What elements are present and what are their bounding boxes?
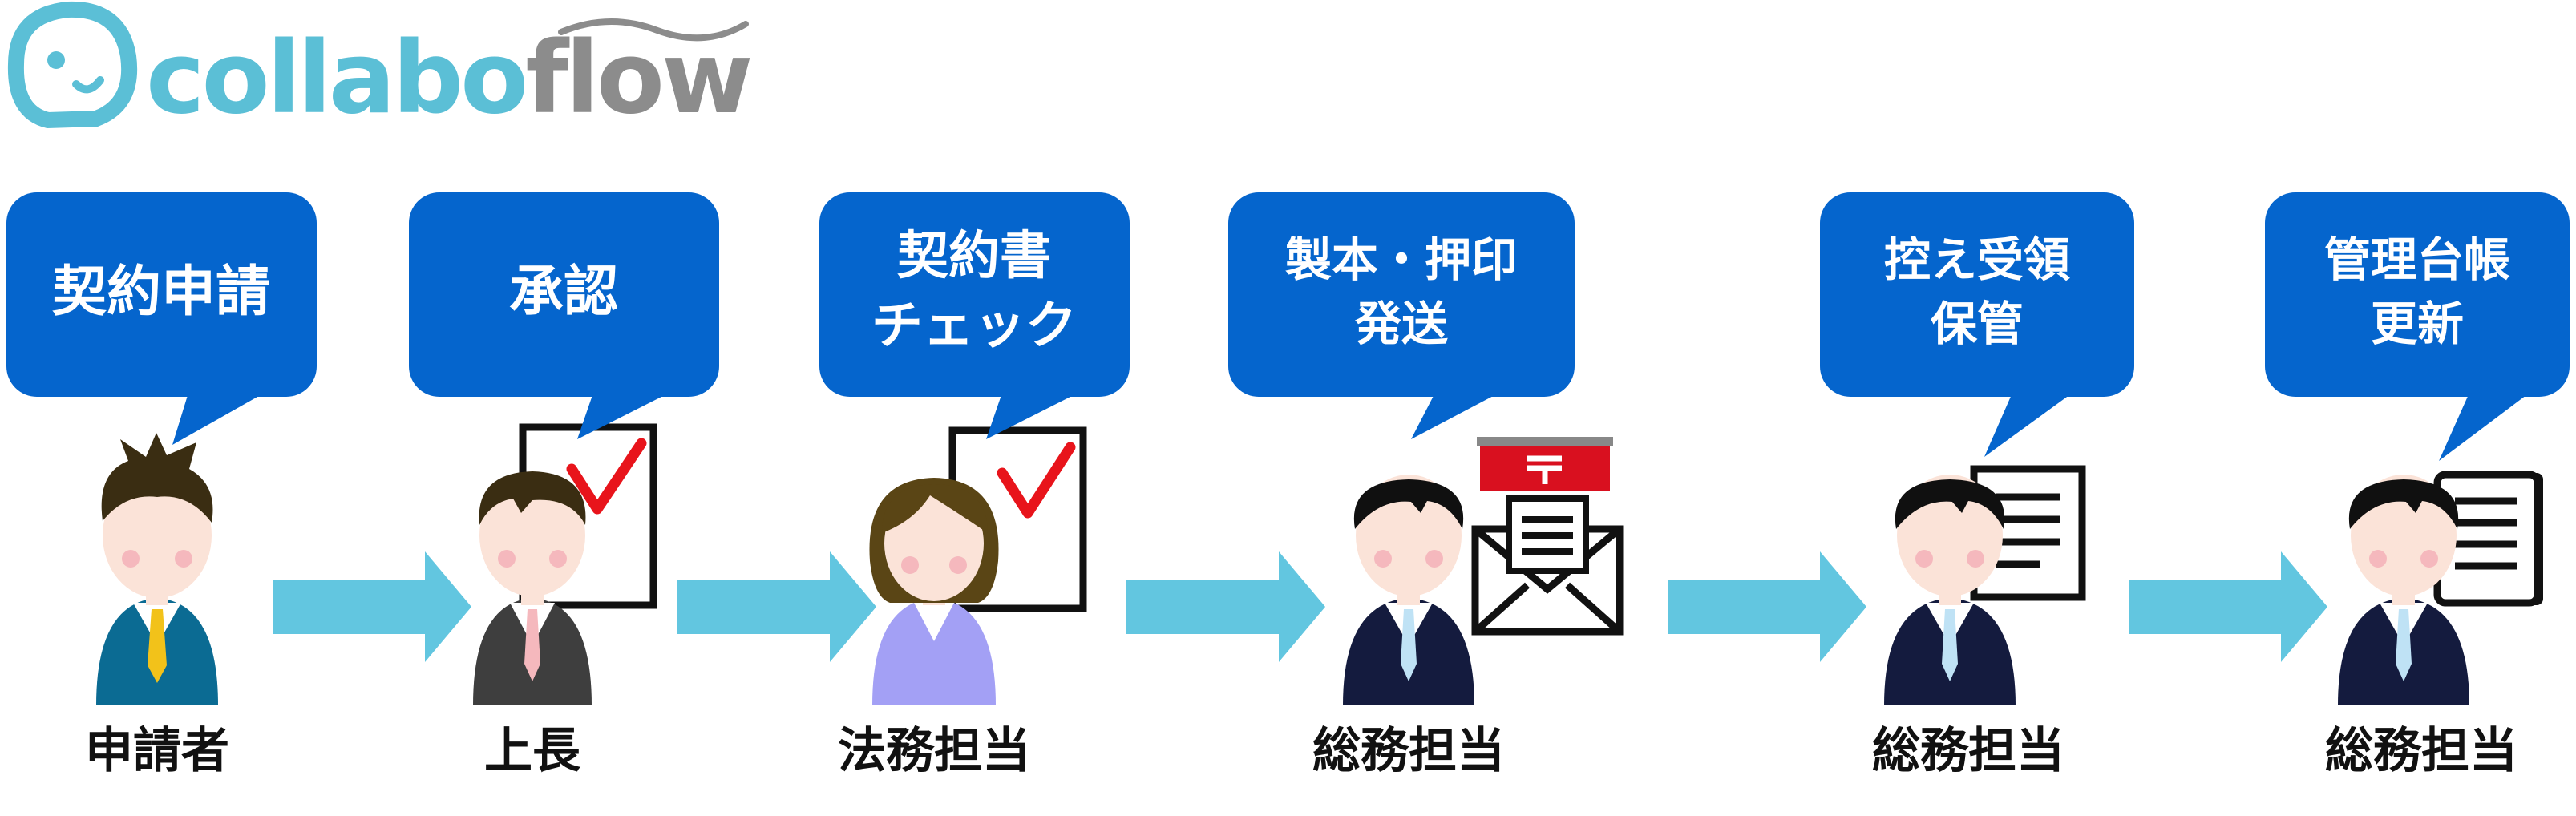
step-3: 契約書 チェック 法務担当	[819, 192, 1130, 779]
svg-text:控え受領: 控え受領	[1884, 232, 2070, 287]
flow-arrow-5	[2129, 551, 2327, 662]
svg-text:製本・押印: 製本・押印	[1285, 232, 1518, 287]
logo-text-flow: flow	[525, 21, 750, 136]
svg-text:申請者: 申請者	[85, 723, 229, 779]
svg-text:総務担当: 総務担当	[1872, 723, 2064, 779]
role-label-6: 総務担当	[2325, 723, 2517, 779]
bubble-2-line-1: 承認	[509, 261, 618, 324]
svg-text:総務担当: 総務担当	[2325, 723, 2517, 779]
bubble-6-line-1: 管理台帳	[2324, 232, 2510, 287]
bubble-3-line-1: 契約書	[897, 227, 1051, 286]
svg-text:契約申請: 契約申請	[52, 261, 270, 324]
svg-text:管理台帳: 管理台帳	[2324, 232, 2510, 287]
role-label-2: 上長	[484, 723, 581, 779]
logo-wave-icon	[558, 18, 749, 42]
speech-bubble-4: 製本・押印 発送	[1228, 192, 1575, 439]
bubble-4-line-2: 発送	[1355, 297, 1448, 351]
bubble-6-line-2: 更新	[2371, 297, 2464, 351]
step-1: 契約申請 申請者	[6, 192, 317, 779]
bubble-5-line-2: 保管	[1931, 297, 2024, 351]
svg-text:保管: 保管	[1931, 297, 2024, 351]
person-applicant-icon	[96, 433, 218, 705]
svg-text:collaboflow: collaboflow	[146, 21, 750, 136]
svg-text:総務担当: 総務担当	[1312, 723, 1505, 779]
speech-bubble-5: 控え受領 保管	[1820, 192, 2134, 457]
svg-text:契約書: 契約書	[897, 227, 1051, 286]
bubble-3-line-2: チェック	[871, 297, 1077, 356]
bubble-1-line-1: 契約申請	[52, 261, 270, 324]
person-boss-icon	[473, 471, 592, 705]
role-label-1: 申請者	[85, 723, 229, 779]
flow-arrow-3	[1126, 551, 1325, 662]
svg-text:発送: 発送	[1355, 297, 1448, 351]
role-label-4: 総務担当	[1312, 723, 1505, 779]
svg-text:上長: 上長	[484, 723, 581, 779]
flow-arrow-2	[677, 551, 876, 662]
svg-text:チェック: チェック	[871, 297, 1077, 356]
step-2: 承認 上長	[409, 192, 719, 779]
mail-icon	[1471, 437, 1624, 636]
person-woman-icon	[869, 478, 999, 705]
person-staff-icon	[1343, 475, 1474, 705]
svg-text:更新: 更新	[2371, 297, 2464, 351]
flow-arrows	[273, 551, 2327, 662]
bubble-5-line-1: 控え受領	[1884, 232, 2070, 287]
role-label-5: 総務担当	[1872, 723, 2064, 779]
person-staff-icon	[1884, 475, 2016, 705]
svg-text:承認: 承認	[509, 261, 618, 324]
logo-mascot-icon	[7, 1, 138, 129]
flow-arrow-1	[273, 551, 471, 662]
flow-arrow-4	[1668, 551, 1866, 662]
ledger-icon	[2433, 471, 2543, 607]
collaboflow-logo: collaboflow	[7, 1, 754, 136]
svg-text:法務担当: 法務担当	[838, 723, 1030, 779]
speech-bubble-3: 契約書 チェック	[819, 192, 1130, 439]
bubble-4-line-1: 製本・押印	[1285, 232, 1518, 287]
speech-bubble-6: 管理台帳 更新	[2265, 192, 2570, 461]
step-5: 控え受領 保管 総務担当	[1820, 192, 2134, 779]
step-4: 製本・押印 発送 総務担当	[1228, 192, 1624, 779]
logo-text-collabo: collabo	[146, 21, 525, 136]
speech-bubble-2: 承認	[409, 192, 719, 439]
person-staff-icon	[2338, 475, 2469, 705]
role-label-3: 法務担当	[838, 723, 1030, 779]
speech-bubble-1: 契約申請	[6, 192, 317, 445]
step-6: 管理台帳 更新 総務担当	[2265, 192, 2570, 779]
